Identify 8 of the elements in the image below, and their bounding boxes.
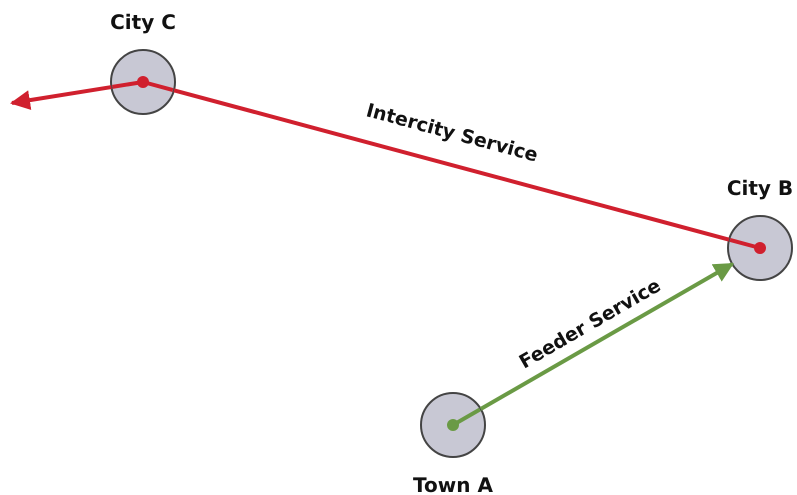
place-name: Town A xyxy=(413,473,493,495)
route-arrow xyxy=(10,85,112,110)
route-arrow xyxy=(480,262,734,411)
city-marker xyxy=(110,49,176,115)
place-name: City C xyxy=(110,10,176,34)
place-name: City B xyxy=(726,176,794,200)
city-marker xyxy=(727,215,793,281)
city-marker xyxy=(420,392,486,458)
